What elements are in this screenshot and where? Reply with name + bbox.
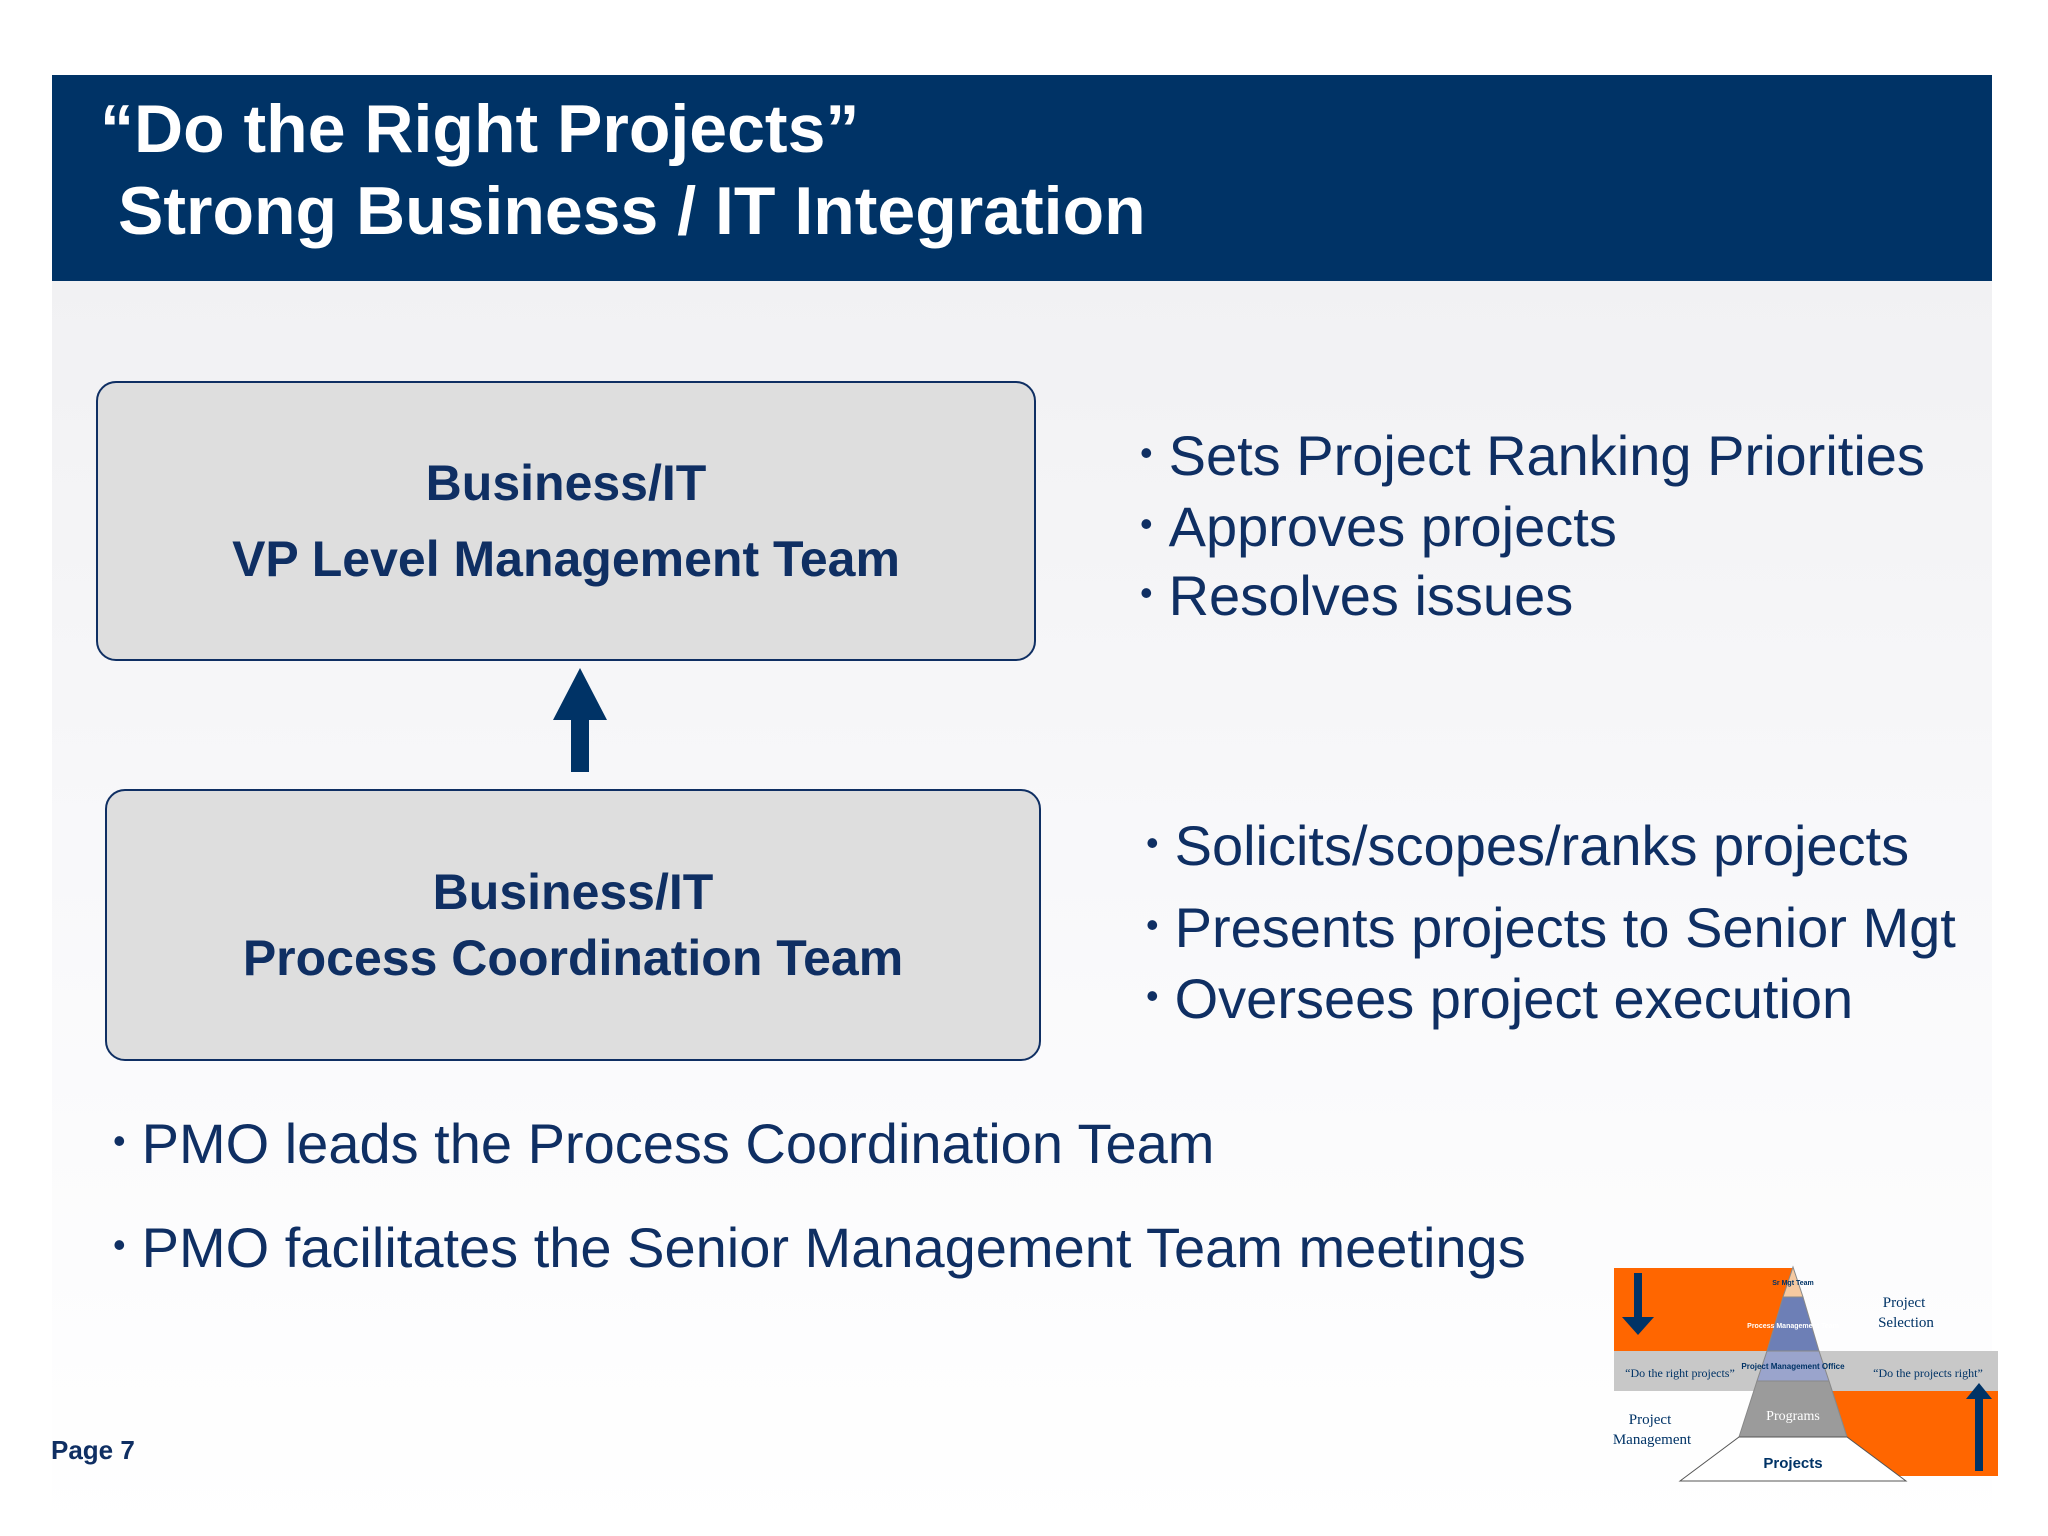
list-item-text: PMO facilitates the Senior Management Te… — [141, 1216, 1526, 1279]
bullet-icon: • — [1140, 503, 1153, 544]
up-arrow-small-shaft — [1975, 1399, 1983, 1471]
list-item-text: Presents projects to Senior Mgt — [1174, 896, 1956, 959]
pyramid-level-label: Process Management Team — [1747, 1323, 1839, 1330]
page-title-line-1: “Do the Right Projects” — [100, 91, 860, 167]
project-selection-label-line-2: Selection — [1878, 1315, 1934, 1331]
project-selection-label-line-1: Project — [1883, 1295, 1926, 1311]
bullet-icon: • — [1140, 572, 1153, 613]
pyramid-level-label: Sr Mgt Team — [1772, 1280, 1814, 1287]
list-item: •Resolves issues — [1140, 568, 1573, 624]
down-arrow-shaft — [1634, 1273, 1642, 1317]
process-team-label-line-1: Business/IT — [432, 864, 714, 920]
list-item-text: Sets Project Ranking Priorities — [1168, 424, 1925, 487]
do-right-projects-label: “Do the right projects” — [1625, 1366, 1735, 1380]
project-management-label-line-1: Project — [1629, 1412, 1672, 1428]
bullet-icon: • — [1146, 822, 1159, 863]
list-item: •PMO leads the Process Coordination Team — [113, 1116, 1214, 1172]
orange-band-top — [1614, 1268, 1792, 1351]
project-management-label-line-2: Management — [1613, 1432, 1692, 1448]
pyramid-level-label: Projects — [1763, 1455, 1822, 1472]
list-item: •Presents projects to Senior Mgt — [1146, 900, 1956, 956]
up-arrow-icon — [553, 668, 607, 772]
up-arrow-small-icon — [1966, 1383, 1992, 1399]
pmo-pyramid-diagram: Sr Mgt Team Process Management Team Proj… — [1613, 1265, 1998, 1482]
list-item: •Solicits/scopes/ranks projects — [1146, 818, 1909, 874]
list-item-text: Oversees project execution — [1174, 967, 1854, 1030]
bullet-icon: • — [1146, 904, 1159, 945]
down-arrow-icon — [1622, 1317, 1654, 1335]
page-number: Page 7 — [51, 1435, 135, 1465]
header-bar — [52, 75, 1992, 281]
list-item: •PMO facilitates the Senior Management T… — [113, 1220, 1526, 1276]
bullet-icon: • — [113, 1224, 126, 1265]
vp-team-label-line-1: Business/IT — [425, 455, 707, 511]
pyramid-level-projects — [1678, 1436, 1908, 1482]
bullet-icon: • — [113, 1120, 126, 1161]
process-team-label-line-2: Process Coordination Team — [242, 930, 904, 986]
list-item-text: Approves projects — [1168, 495, 1617, 558]
list-item: •Approves projects — [1140, 499, 1617, 555]
vp-management-team-box: Business/IT VP Level Management Team — [96, 381, 1036, 661]
list-item-text: PMO leads the Process Coordination Team — [141, 1112, 1215, 1175]
list-item: •Oversees project execution — [1146, 971, 1853, 1027]
list-item-text: Resolves issues — [1168, 564, 1574, 627]
do-projects-right-label: “Do the projects right” — [1873, 1366, 1983, 1380]
vp-team-label-line-2: VP Level Management Team — [232, 531, 900, 587]
list-item: •Sets Project Ranking Priorities — [1140, 428, 1925, 484]
pyramid-level-label: Programs — [1766, 1409, 1820, 1424]
bullet-icon: • — [1140, 432, 1153, 473]
bullet-icon: • — [1146, 975, 1159, 1016]
page-title-line-2: Strong Business / IT Integration — [118, 173, 1146, 249]
pyramid-level-label: Project Management Office — [1741, 1362, 1845, 1371]
process-coordination-team-box: Business/IT Process Coordination Team — [105, 789, 1041, 1061]
list-item-text: Solicits/scopes/ranks projects — [1174, 814, 1910, 877]
